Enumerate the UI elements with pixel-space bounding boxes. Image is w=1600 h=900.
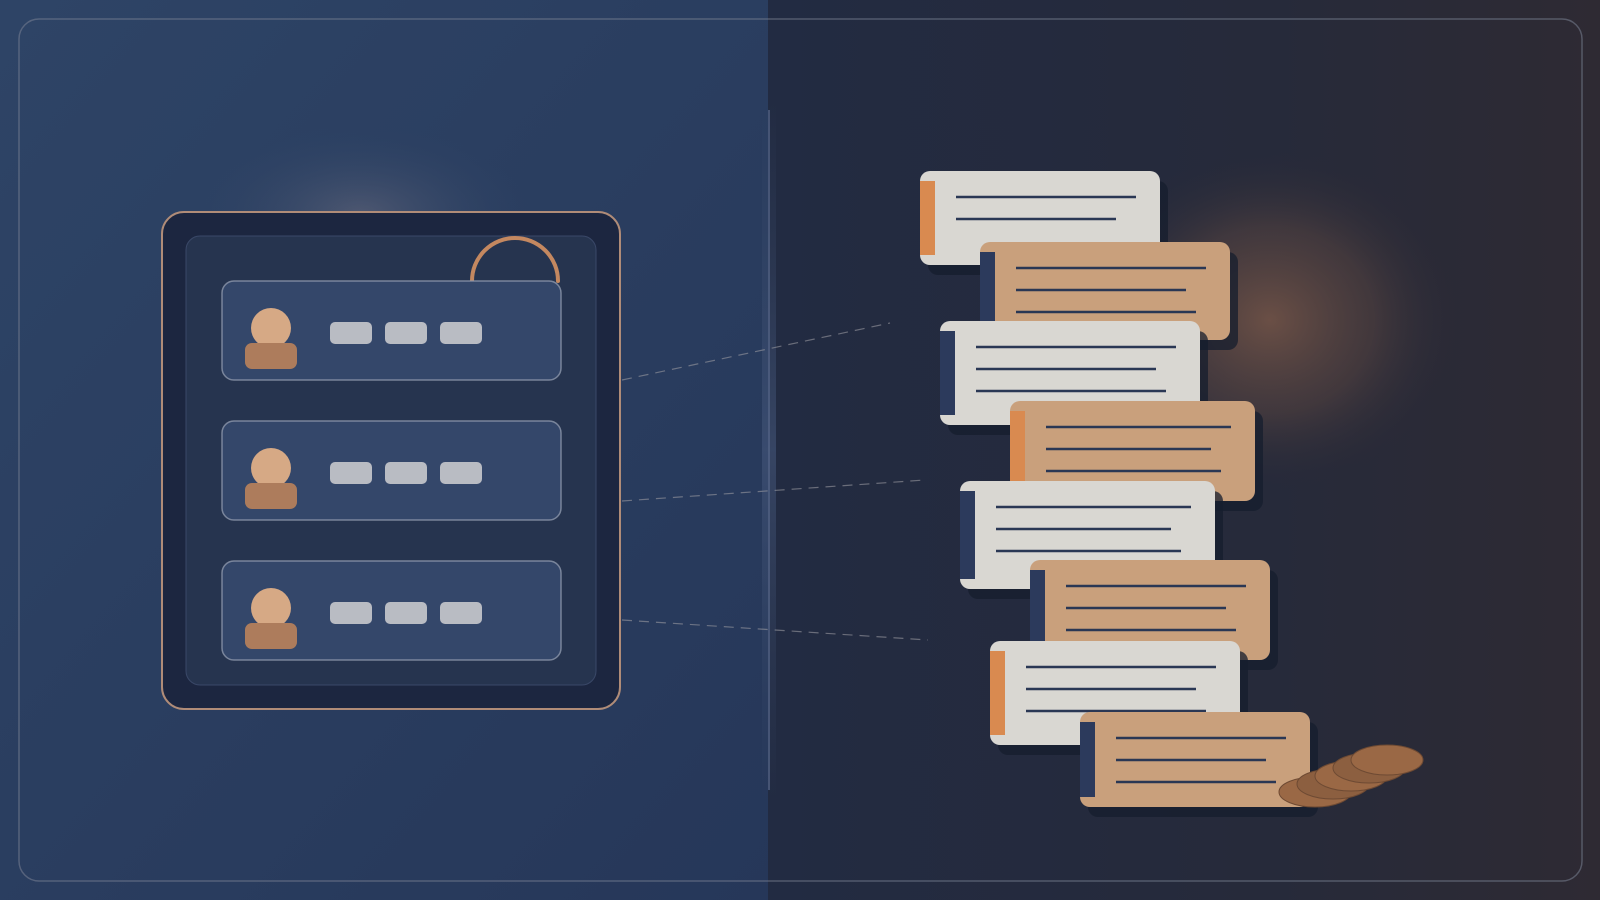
connector-line-1 [621,322,891,381]
connector-lines [621,322,929,641]
profile-device [161,211,621,710]
avatar-icon [245,308,297,369]
coin [1350,744,1424,776]
profile-row [221,420,562,521]
coin-pile [1278,744,1424,808]
document-accent-bar [960,491,975,579]
document-stack [920,171,1318,817]
info-chip [440,462,482,484]
info-chip [330,322,372,344]
document-accent-bar [1080,722,1095,797]
document-accent-bar [1030,570,1045,650]
device-arc-icon [470,236,560,283]
avatar-body [245,623,297,649]
info-chip [440,322,482,344]
info-chip [385,322,427,344]
avatar-body [245,483,297,509]
document-accent-bar [920,181,935,255]
info-chip [385,602,427,624]
info-chip [385,462,427,484]
outer-frame [18,18,1583,882]
document-accent-bar [1010,411,1025,491]
avatar-head [251,448,291,488]
document-accent-bar [990,651,1005,735]
document-accent-bar [980,252,995,330]
profile-row [221,280,562,381]
info-chip [330,602,372,624]
profile-list [221,280,562,661]
document-card [1080,712,1318,817]
avatar-icon [245,448,297,509]
info-chip [330,462,372,484]
info-chip [440,602,482,624]
avatar-head [251,308,291,348]
document-accent-bar [940,331,955,415]
avatar-body [245,343,297,369]
connector-line-3 [621,619,929,641]
profile-row [221,560,562,661]
avatar-icon [245,588,297,649]
avatar-head [251,588,291,628]
